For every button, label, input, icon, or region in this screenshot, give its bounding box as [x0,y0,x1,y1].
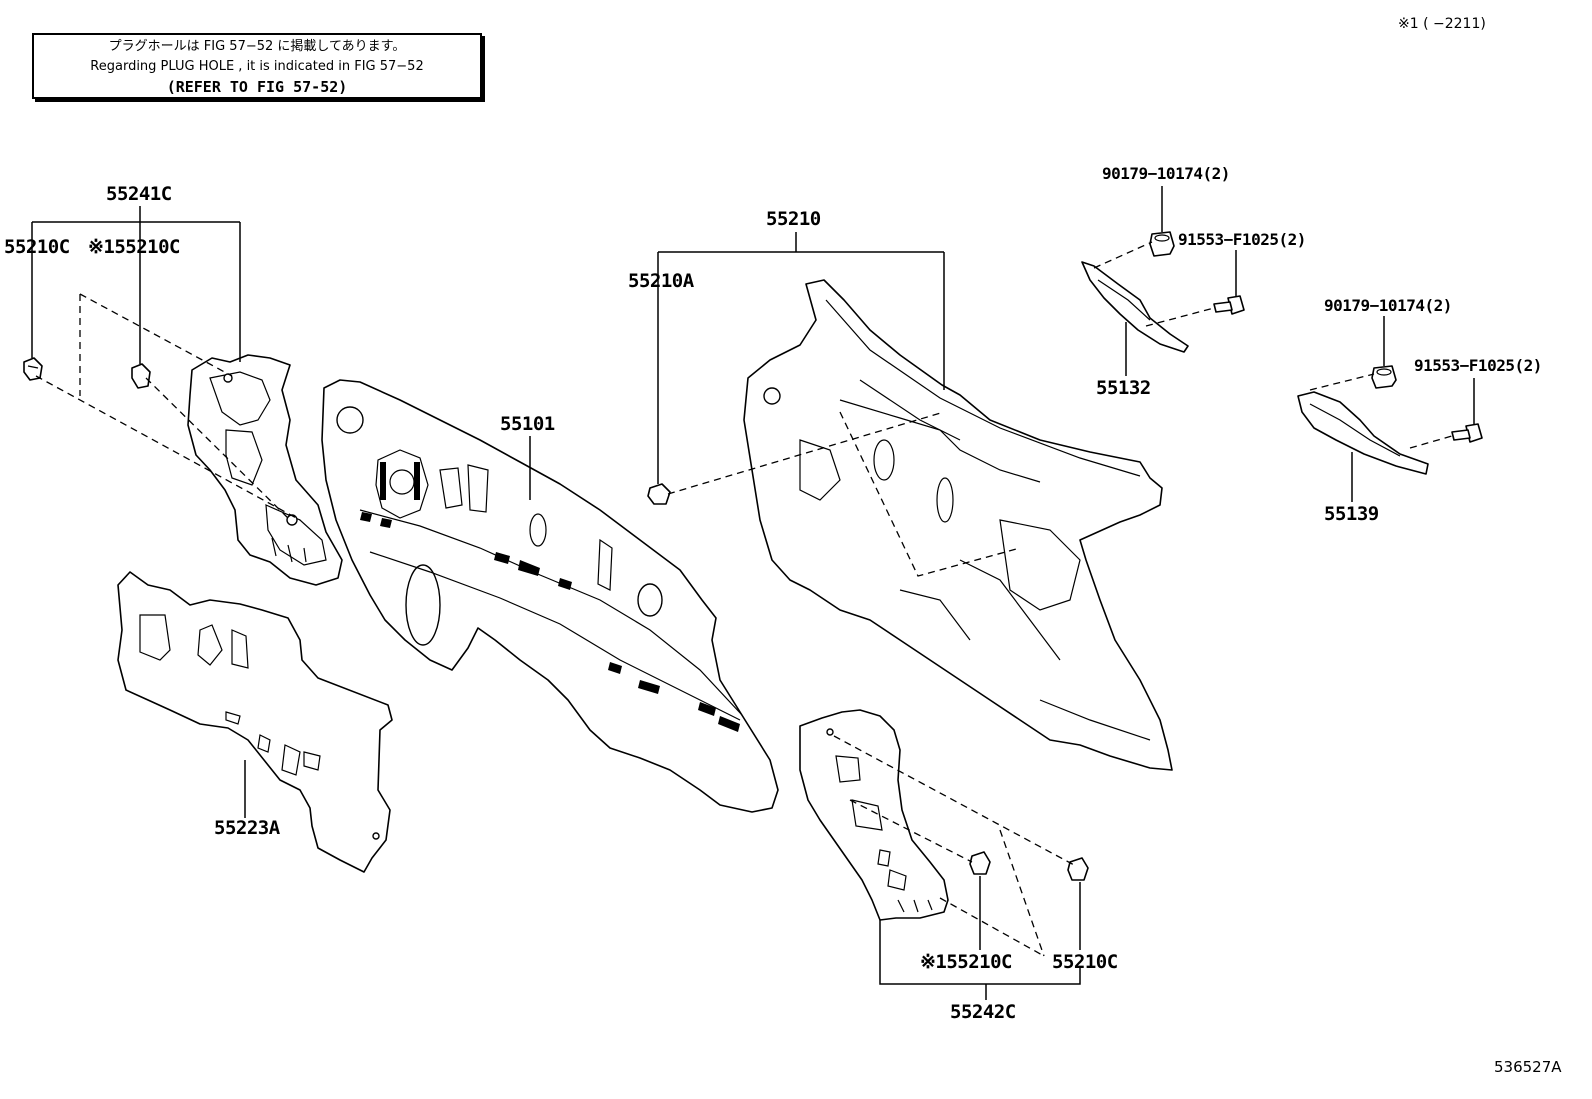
note-english: Regarding PLUG HOLE , it is indicated in… [90,59,424,74]
clip-55210C-bottom-a [969,851,991,875]
label-55210C-left: 55210C [4,236,70,258]
note-japanese: プラグホールは FIG 57−52 に掲載してあります。 [108,39,406,54]
figure-id: 536527A [1494,1058,1562,1076]
clip-55210C-bottom-b [1067,857,1089,881]
part-55241C-drawing [187,354,343,586]
part-55223A-drawing [117,571,393,873]
part-55132-drawing [1081,261,1189,353]
label-55223A: 55223A [214,817,280,839]
part-55139-drawing [1297,391,1429,475]
label-91553-right: 91553−F1025(2) [1414,356,1542,375]
alignment-lines [35,241,1453,957]
leader-lines [31,186,1475,1000]
part-55210-drawing [743,279,1173,771]
label-90179-right: 90179−10174(2) [1324,296,1452,315]
label-55210C-bottom: 55210C [1052,951,1118,973]
label-55242C: 55242C [950,1001,1016,1023]
note-reference: (REFER TO FIG 57-52) [166,78,348,96]
nut-90179-top [1149,231,1175,257]
label-55101: 55101 [500,413,555,435]
part-55242C-drawing [799,709,949,921]
part-55101-drawing [321,379,779,813]
nut-90179-right [1371,365,1397,389]
clip-55210C-left-b [131,363,151,389]
label-55210: 55210 [766,208,821,230]
label-55210C-left-star: ※155210C [88,236,181,258]
label-55139: 55139 [1324,503,1379,525]
label-91553-top: 91553−F1025(2) [1178,230,1306,249]
plug-hole-note: プラグホールは FIG 57−52 に掲載してあります。 Regarding P… [32,33,482,99]
bolt-91553-right [1451,423,1483,443]
footnote-range: ※1 ( −2211) [1398,16,1486,32]
bolt-91553-top [1213,295,1245,315]
label-55210C-bottom-star: ※155210C [920,951,1013,973]
label-55210A: 55210A [628,270,694,292]
clip-55210C-left-a [23,357,43,381]
label-55241C: 55241C [106,183,172,205]
clip-55210A [647,483,671,505]
label-90179-top: 90179−10174(2) [1102,164,1230,183]
label-55132: 55132 [1096,377,1151,399]
